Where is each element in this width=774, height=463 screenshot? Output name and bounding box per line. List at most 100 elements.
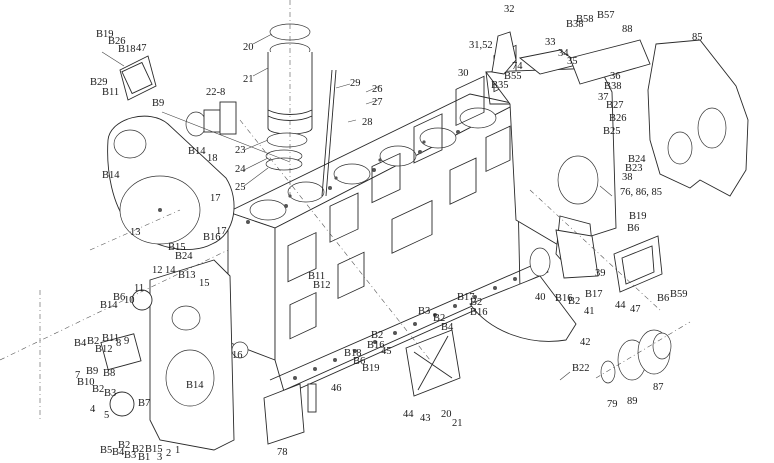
timing-cover [107, 115, 235, 251]
callout-43: 43 [420, 413, 431, 424]
callout-b57: B57 [597, 10, 615, 21]
callout-b12-left: B12 [95, 344, 113, 355]
callout-b55: B55 [504, 71, 522, 82]
callout-b4-left: B4 [74, 338, 87, 349]
callout-10: 10 [124, 295, 135, 306]
callout-b29: B29 [90, 77, 108, 88]
callout-b25: B25 [603, 126, 621, 137]
callout-b38: B38 [604, 81, 622, 92]
callout-11: 11 [134, 283, 145, 294]
callout-3: 3 [157, 452, 163, 463]
callout-15: 15 [199, 278, 210, 289]
callout-b18-mid: B18 [344, 348, 362, 359]
nozzle-46 [307, 383, 317, 413]
callout-b24-right: B24 [628, 154, 646, 165]
callout-85: 85 [692, 32, 703, 43]
callout-b15-b: B15 [145, 444, 163, 455]
callout-b13: B13 [178, 270, 196, 281]
callout-b2-d: B2 [132, 444, 145, 455]
callout-b26: B26 [609, 113, 627, 124]
callout-b24-left: B24 [175, 251, 193, 262]
callout-b59: B59 [670, 289, 688, 300]
callout-12: 12 [152, 265, 163, 276]
callout-b58: B58 [576, 14, 594, 25]
callout-b11-mid: B11 [308, 271, 326, 282]
callout-74: 74 [512, 61, 523, 72]
callout-b4-mid: B4 [441, 322, 454, 333]
callout-b2-a: B2 [87, 336, 100, 347]
callout-25: 25 [235, 182, 246, 193]
callout-18: 18 [207, 153, 218, 164]
callout-13: 13 [130, 227, 141, 238]
callout-4: 4 [90, 404, 96, 415]
callout-b2-h: B2 [568, 296, 581, 307]
callout-b17-mid: B17 [457, 292, 475, 303]
callout-b19-right: B19 [629, 211, 647, 222]
callout-7: 7 [75, 370, 81, 381]
callout-b9-left: B9 [86, 366, 99, 377]
callout-b6-right: B6 [627, 223, 640, 234]
callout-88: 88 [622, 24, 633, 35]
callout-b5: B5 [100, 445, 113, 456]
callout-23: 23 [235, 145, 246, 156]
callout-45: 45 [381, 346, 392, 357]
callout-14: 14 [165, 265, 176, 276]
top-cover-plate [119, 55, 157, 101]
oil-cooler-cover [263, 383, 305, 445]
callout-b6-far: B6 [657, 293, 670, 304]
callout-b22: B22 [572, 363, 590, 374]
callout-17-b: 17 [216, 226, 227, 237]
callout-1: 1 [175, 445, 181, 456]
pushrod-tube [321, 69, 333, 197]
callout-b2-b: B2 [92, 384, 105, 395]
callout-b11-left: B11 [102, 333, 120, 344]
callout-8: 8 [116, 338, 122, 349]
callout-34: 34 [558, 48, 569, 59]
callout-b16-d: B16 [555, 293, 573, 304]
callout-46: 46 [331, 383, 342, 394]
callout-47-right: 47 [630, 304, 641, 315]
callout-b19-top: B19 [96, 29, 114, 40]
cylinder-liner [265, 0, 313, 200]
callout-b19-mid: B19 [362, 363, 380, 374]
callout-b10: B10 [77, 377, 95, 388]
callout-b3-left: B3 [104, 388, 117, 399]
callout-24: 24 [235, 164, 246, 175]
callout-b17-right: B17 [585, 289, 603, 300]
callout-b2-c: B2 [118, 440, 131, 451]
callout-16: 16 [232, 350, 243, 361]
callout-26: 26 [372, 84, 383, 95]
engine-block [226, 44, 549, 396]
callout-b16-a: B16 [203, 232, 221, 243]
callout-33: 33 [545, 37, 556, 48]
callout-79: 79 [607, 399, 618, 410]
callout-20-bottom: 20 [441, 409, 452, 420]
callout-b18-top: B18 [118, 44, 136, 55]
flange-seal-parts [595, 321, 691, 384]
callout-b3-bottom: B3 [124, 450, 137, 461]
callout-b27: B27 [606, 100, 624, 111]
oil-pan-section [469, 229, 599, 342]
callout-40: 40 [535, 292, 546, 303]
callout-41: 41 [584, 306, 595, 317]
callout-b12-mid: B12 [313, 280, 331, 291]
callout-76-86-85: 76, 86, 85 [620, 187, 662, 198]
callout-22-8: 22-8 [206, 87, 226, 98]
callout-b8: B8 [103, 368, 116, 379]
callout-b14-c: B14 [100, 300, 118, 311]
callout-44-right: 44 [615, 300, 626, 311]
callout-b6-mid: B6 [353, 356, 366, 367]
callout-b16-c: B16 [470, 307, 488, 318]
callout-b1: B1 [138, 452, 151, 463]
callout-b2-g: B2 [470, 297, 483, 308]
callout-b14-b: B14 [102, 170, 120, 181]
callout-b14-d: B14 [186, 380, 204, 391]
callout-44-bottom: 44 [403, 409, 414, 420]
callout-b35: B35 [491, 80, 509, 91]
callout-89: 89 [627, 396, 638, 407]
callout-b6-left: B6 [113, 292, 126, 303]
callout-21-bottom: 21 [452, 418, 463, 429]
flywheel-housing-cover [647, 39, 749, 197]
